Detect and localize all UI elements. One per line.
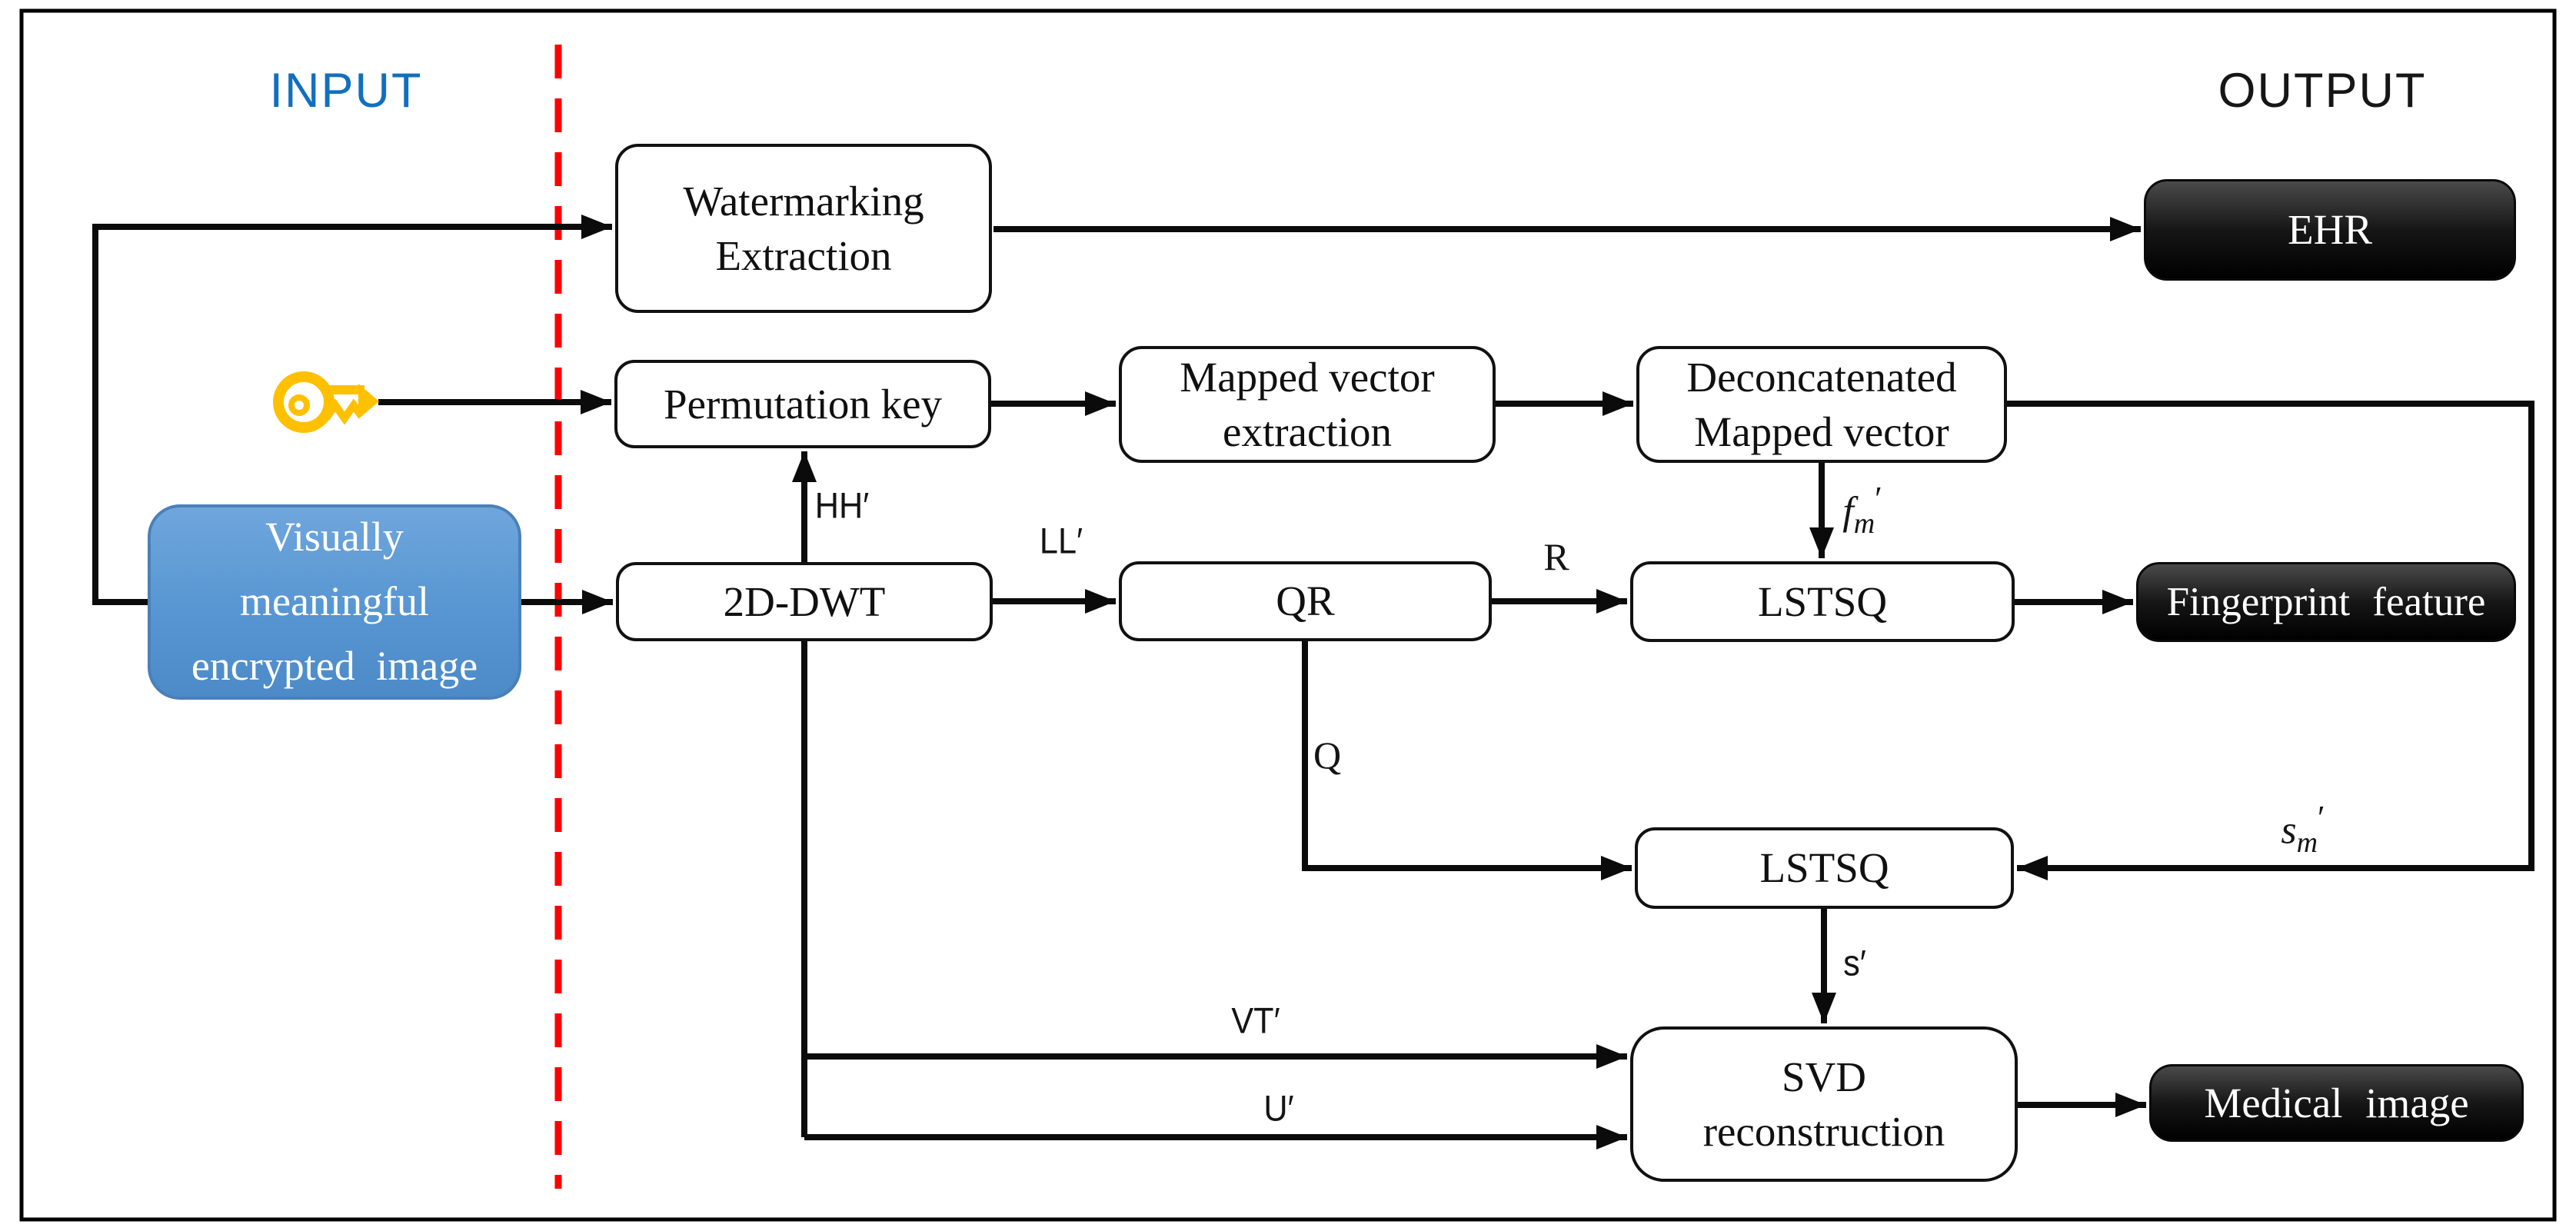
node-2d-dwt: 2D-DWT (616, 562, 993, 641)
sm-sub: m (2296, 826, 2318, 859)
node-permutation-label: Permutation key (663, 380, 942, 428)
node-dwt-label: 2D-DWT (723, 577, 886, 625)
edge-label-u-prime: U′ (1263, 1087, 1294, 1129)
node-deconcatenated-mapped-vector: Deconcatenated Mapped vector (1636, 346, 2007, 463)
node-deconcatenated-label: Deconcatenated Mapped vector (1686, 353, 1957, 456)
sm-base: s (2281, 808, 2297, 853)
node-qr: QR (1119, 561, 1492, 641)
outer-border (19, 8, 2557, 1222)
node-fingerprint-label: Fingerprint feature (2166, 579, 2486, 624)
node-watermarking-extraction: Watermarking Extraction (615, 144, 992, 313)
arrow-q-to-lstsq (1302, 641, 1632, 880)
node-fingerprint-feature: Fingerprint feature (2136, 562, 2516, 642)
node-medical-image: Medical image (2149, 1064, 2524, 1142)
node-qr-label: QR (1276, 577, 1335, 625)
edge-label-r: R (1543, 535, 1569, 578)
node-watermarking-label: Watermarking Extraction (683, 177, 924, 280)
edge-label-vt-prime: VT′ (1231, 1000, 1280, 1041)
sm-prime: ′ (2318, 799, 2325, 837)
fm-sub: m (1853, 507, 1875, 540)
node-permutation-key: Permutation key (614, 360, 991, 448)
node-svd-label: SVD reconstruction (1702, 1053, 1945, 1156)
node-ehr: EHR (2144, 179, 2516, 281)
arrow-sm-to-lstsq (2007, 401, 2534, 880)
node-ehr-label: EHR (2288, 206, 2372, 254)
fm-prime: ′ (1875, 480, 1882, 518)
node-mapped-vector-extraction: Mapped vector extraction (1119, 346, 1496, 463)
node-lstsq-top: LSTSQ (1630, 561, 2015, 642)
node-mapped-label: Mapped vector extraction (1180, 353, 1435, 456)
node-lstsq-top-label: LSTSQ (1757, 577, 1888, 625)
edge-label-hh-prime: HH′ (814, 484, 870, 526)
node-lstsq-bottom-label: LSTSQ (1759, 844, 1889, 892)
arrow-encrypted-to-watermarking (92, 215, 612, 605)
node-encrypted-image: Visually meaningful encrypted image (148, 504, 521, 700)
node-medical-label: Medical image (2204, 1079, 2469, 1126)
edge-label-s-prime: s′ (1843, 942, 1866, 983)
key-icon (273, 371, 379, 433)
edge-label-q: Q (1313, 734, 1342, 777)
edge-label-fm-prime: fm′ (1842, 479, 1882, 541)
input-section-label: INPUT (269, 64, 423, 118)
output-section-label: OUTPUT (2218, 64, 2427, 118)
edge-label-ll-prime: LL′ (1039, 520, 1083, 561)
node-encrypted-label: Visually meaningful encrypted image (191, 514, 478, 689)
fm-base: f (1842, 489, 1854, 534)
node-svd-reconstruction: SVD reconstruction (1630, 1026, 2018, 1182)
node-lstsq-bottom: LSTSQ (1635, 827, 2014, 909)
edge-label-sm-prime: sm′ (2281, 798, 2325, 860)
